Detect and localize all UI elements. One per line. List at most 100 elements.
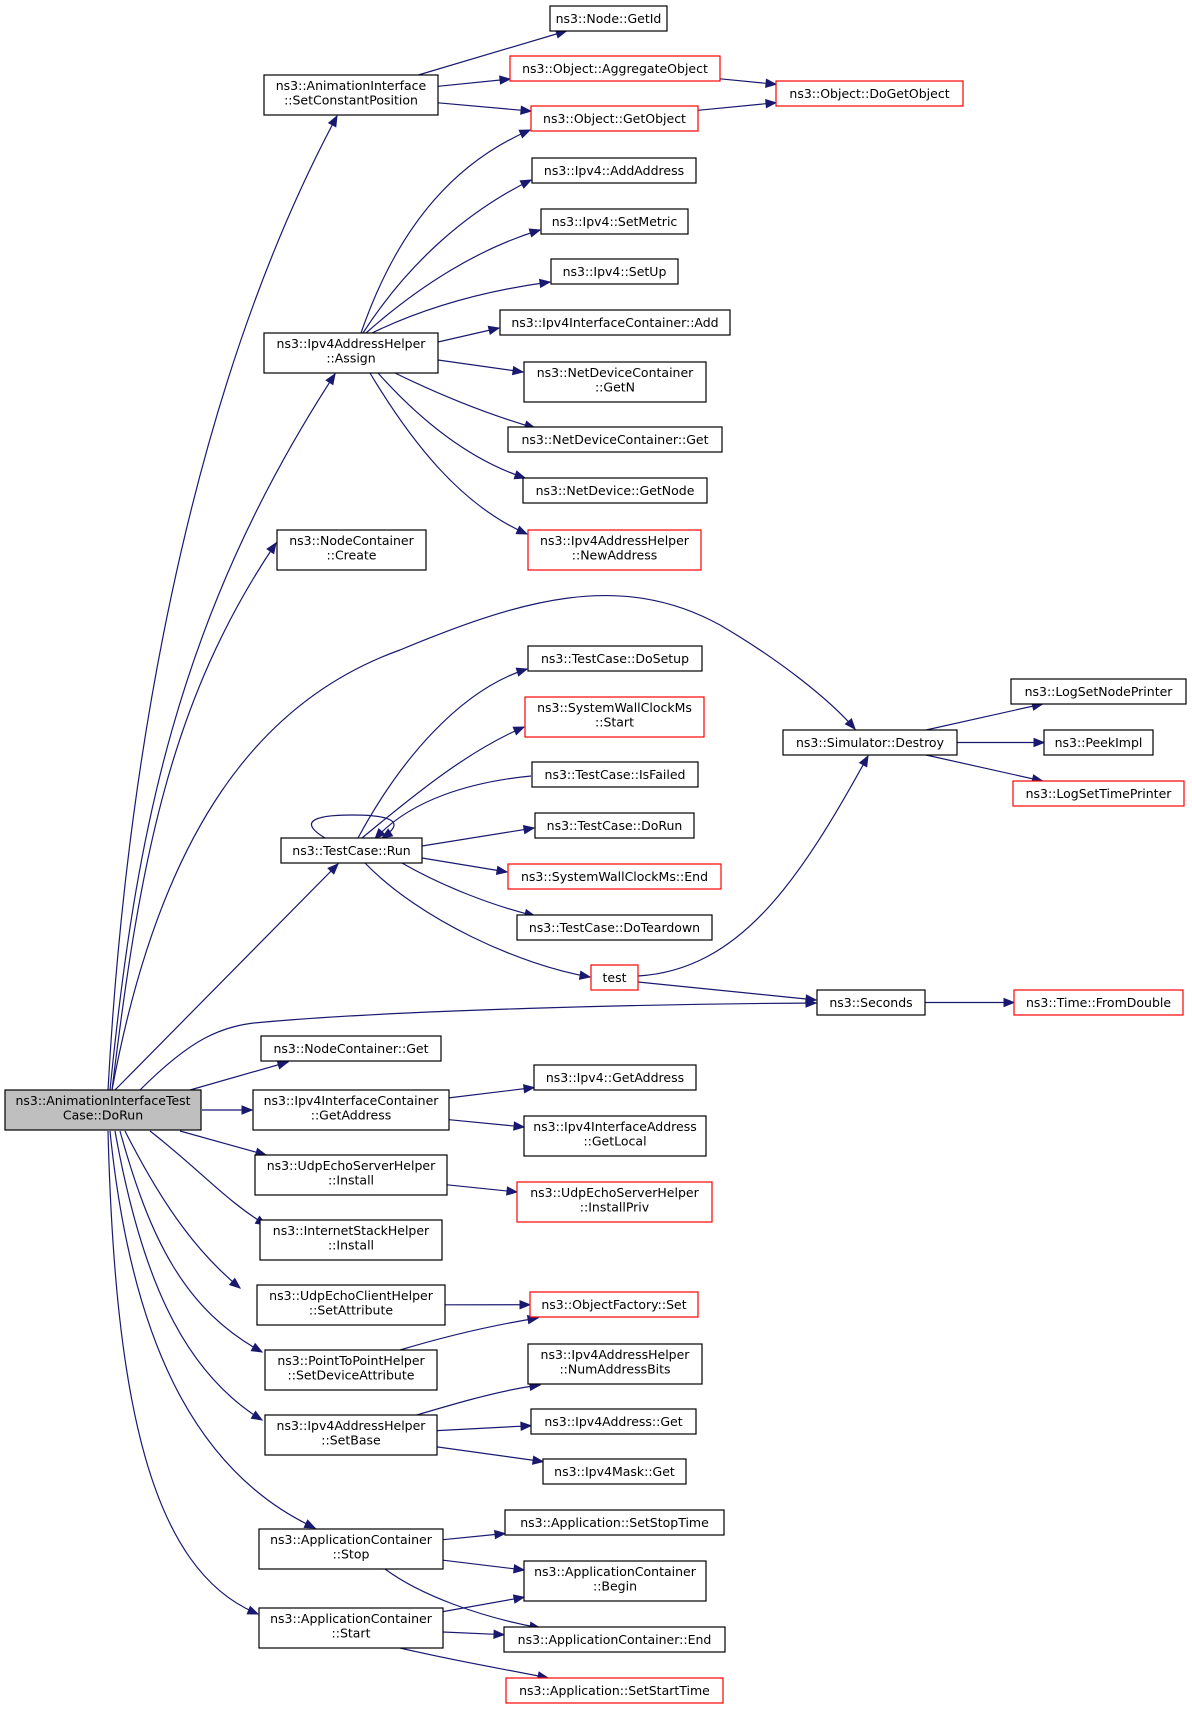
- edge-line: [119, 1130, 263, 1353]
- edge-n_assign-to-n_ndcget: [394, 372, 537, 430]
- node-n_ndcget[interactable]: ns3::NetDeviceContainer::Get: [507, 426, 723, 453]
- node-box: [4, 1089, 202, 1131]
- edge-n_assign-to-n_setup: [371, 278, 552, 334]
- edge-arrowhead: [805, 998, 818, 1008]
- edge-line: [114, 863, 339, 1091]
- node-n_acbegin[interactable]: ns3::ApplicationContainer::Begin: [523, 1560, 707, 1602]
- node-label-line: ns3::Application::SetStartTime: [519, 1683, 710, 1698]
- node-box: [260, 1035, 442, 1062]
- node-n_ipv4addrget[interactable]: ns3::Ipv4Address::Get: [530, 1408, 697, 1435]
- node-label-line: ns3::UdpEchoServerHelper: [530, 1185, 699, 1200]
- node-label-line: ns3::Node::GetId: [556, 11, 662, 26]
- node-n_udpserverinstall[interactable]: ns3::UdpEchoServerHelper::Install: [254, 1154, 448, 1196]
- node-n_p2pattr[interactable]: ns3::PointToPointHelper::SetDeviceAttrib…: [264, 1349, 438, 1391]
- node-label-line: ns3::Ipv4::AddAddress: [544, 163, 684, 178]
- node-n_addaddress[interactable]: ns3::Ipv4::AddAddress: [531, 157, 697, 184]
- node-n_nccreate[interactable]: ns3::NodeContainer::Create: [276, 529, 427, 571]
- node-n_acstart[interactable]: ns3::ApplicationContainer::Start: [258, 1607, 444, 1649]
- edge-line: [361, 726, 525, 839]
- edge-n_assign-to-n_getobject: [360, 129, 532, 334]
- node-n_run[interactable]: ns3::TestCase::Run: [280, 837, 423, 864]
- node-n_seconds[interactable]: ns3::Seconds: [816, 989, 926, 1016]
- node-n_assign[interactable]: ns3::Ipv4AddressHelper::Assign: [263, 332, 439, 374]
- node-n_dogetobject[interactable]: ns3::Object::DoGetObject: [775, 80, 964, 107]
- edge-n_ifcgetaddr-to-n_ipv4getaddr: [448, 1084, 536, 1099]
- edge-line: [925, 703, 1043, 731]
- node-n_getobject[interactable]: ns3::Object::GetObject: [530, 105, 699, 132]
- node-n_inetinstall[interactable]: ns3::InternetStackHelper::Install: [259, 1219, 443, 1261]
- node-label-line: ::SetDeviceAttribute: [288, 1368, 415, 1383]
- edge-root-to-n_ncget: [189, 1060, 290, 1091]
- node-box: [264, 1414, 438, 1456]
- edge-arrowhead: [522, 824, 536, 835]
- node-n_peekimpl[interactable]: ns3::PeekImpl: [1043, 729, 1154, 756]
- node-n_udpclientattr[interactable]: ns3::UdpEchoClientHelper::SetAttribute: [256, 1284, 446, 1326]
- node-n_ofset[interactable]: ns3::ObjectFactory::Set: [529, 1291, 699, 1318]
- node-n_setup[interactable]: ns3::Ipv4::SetUp: [550, 258, 679, 285]
- node-box: [529, 1291, 699, 1318]
- node-n_ncget[interactable]: ns3::NodeContainer::Get: [260, 1035, 442, 1062]
- edge-line: [107, 115, 338, 1091]
- edge-n_acstop-to-n_setstoptime: [442, 1529, 507, 1541]
- node-n_ipv4getaddr[interactable]: ns3::Ipv4::GetAddress: [533, 1064, 697, 1091]
- node-n_setconstpos[interactable]: ns3::AnimationInterface::SetConstantPosi…: [263, 74, 439, 116]
- edge-arrowhead: [858, 754, 869, 768]
- node-label-line: ::InstallPriv: [580, 1200, 650, 1215]
- node-n_setstarttime[interactable]: ns3::Application::SetStartTime: [505, 1677, 724, 1704]
- node-n_destroy[interactable]: ns3::Simulator::Destroy: [782, 729, 958, 756]
- node-n_swcend[interactable]: ns3::SystemWallClockMs::End: [507, 863, 722, 890]
- node-n_numaddrbits[interactable]: ns3::Ipv4AddressHelper::NumAddressBits: [527, 1343, 703, 1385]
- node-n_doteardown[interactable]: ns3::TestCase::DoTeardown: [516, 914, 713, 941]
- node-n_maskget[interactable]: ns3::Ipv4Mask::Get: [542, 1458, 687, 1485]
- edge-arrowhead: [528, 228, 542, 238]
- edge-line: [311, 814, 395, 839]
- node-n_getid[interactable]: ns3::Node::GetId: [549, 5, 668, 32]
- node-label-line: ::Stop: [333, 1547, 370, 1562]
- node-box: [549, 5, 668, 32]
- node-box: [505, 1677, 724, 1704]
- node-n_ifcadd[interactable]: ns3::Ipv4InterfaceContainer::Add: [499, 309, 731, 336]
- edge-arrowhead: [513, 1121, 526, 1131]
- edge-line: [369, 372, 528, 535]
- node-n_tcdorun[interactable]: ns3::TestCase::DoRun: [534, 812, 695, 839]
- node-label-line: ns3::Ipv4::SetMetric: [552, 214, 678, 229]
- node-label-line: ns3::SystemWallClockMs::End: [521, 869, 708, 884]
- node-n_lognodeprinter[interactable]: ns3::LogSetNodePrinter: [1010, 678, 1187, 705]
- node-n_fromdouble[interactable]: ns3::Time::FromDouble: [1013, 989, 1184, 1016]
- node-n_test[interactable]: test: [590, 964, 639, 991]
- node-n_ifcgetaddr[interactable]: ns3::Ipv4InterfaceContainer::GetAddress: [252, 1089, 450, 1131]
- node-n_swcstart[interactable]: ns3::SystemWallClockMs::Start: [524, 696, 705, 738]
- node-n_udpserverpriv[interactable]: ns3::UdpEchoServerHelper::InstallPriv: [516, 1181, 713, 1223]
- node-n_newaddress[interactable]: ns3::Ipv4AddressHelper::NewAddress: [527, 529, 702, 571]
- node-label-line: ns3::NetDeviceContainer: [537, 365, 694, 380]
- edge-arrowhead: [493, 1629, 506, 1639]
- node-n_setbase[interactable]: ns3::Ipv4AddressHelper::SetBase: [264, 1414, 438, 1456]
- node-n_acend[interactable]: ns3::ApplicationContainer::End: [503, 1626, 726, 1653]
- node-label-line: ::SetConstantPosition: [284, 93, 418, 108]
- node-n_getlocal[interactable]: ns3::Ipv4InterfaceAddress::GetLocal: [523, 1115, 707, 1157]
- node-n_logtimeprinter[interactable]: ns3::LogSetTimePrinter: [1012, 780, 1185, 807]
- node-n_ndcgetn[interactable]: ns3::NetDeviceContainer::GetN: [523, 361, 707, 403]
- edge-line: [362, 179, 532, 334]
- node-label-line: ::SetAttribute: [309, 1303, 393, 1318]
- node-label-line: ::GetLocal: [583, 1134, 646, 1149]
- node-n_isfailed[interactable]: ns3::TestCase::IsFailed: [531, 761, 699, 788]
- edge-line: [637, 981, 817, 1001]
- node-n_setmetric[interactable]: ns3::Ipv4::SetMetric: [540, 208, 689, 235]
- edge-line: [371, 281, 551, 334]
- node-n_dosetup[interactable]: ns3::TestCase::DoSetup: [527, 645, 703, 672]
- node-n_setstoptime[interactable]: ns3::Application::SetStopTime: [504, 1509, 725, 1536]
- node-label-line: ns3::TestCase::Run: [292, 843, 410, 858]
- node-n_aggregate[interactable]: ns3::Object::AggregateObject: [509, 55, 721, 82]
- node-box: [263, 74, 439, 116]
- edge-line: [437, 102, 532, 112]
- node-label-line: ns3::Object::DoGetObject: [789, 86, 949, 101]
- edge-root-to-n_setconstpos: [107, 114, 338, 1091]
- edge-line: [448, 1086, 535, 1099]
- node-box: [542, 1458, 687, 1485]
- node-n_ndgetnode[interactable]: ns3::NetDevice::GetNode: [522, 477, 708, 504]
- node-n_acstop[interactable]: ns3::ApplicationContainer::Stop: [258, 1528, 444, 1570]
- node-label-line: ::SetBase: [321, 1433, 381, 1448]
- edge-arrowhead: [523, 1084, 536, 1094]
